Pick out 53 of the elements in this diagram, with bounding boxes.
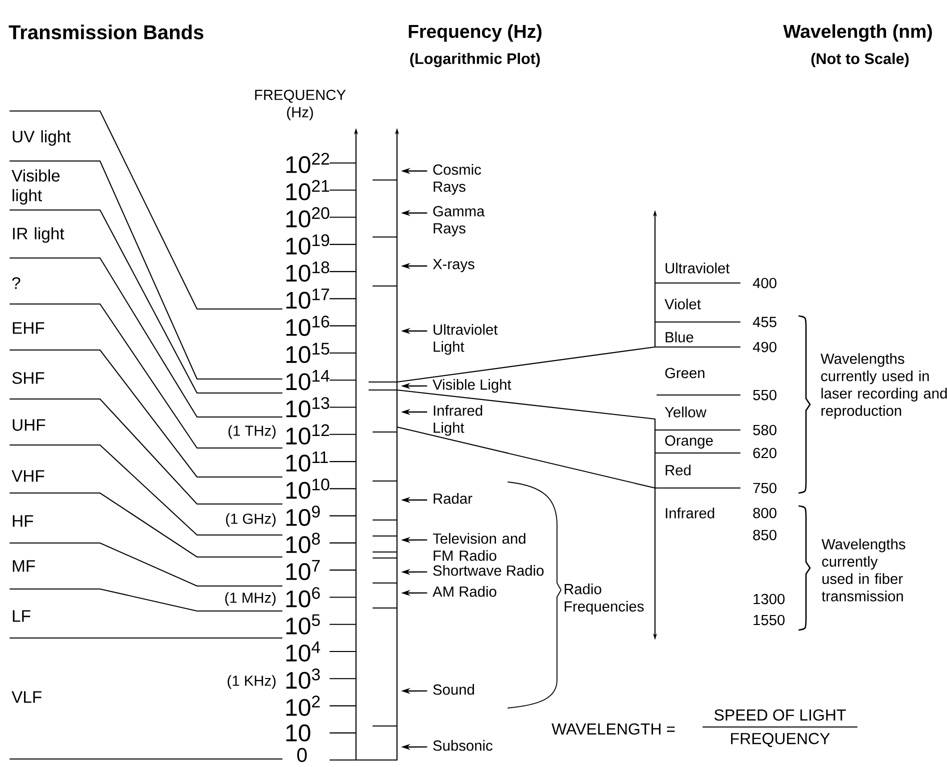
heading: Transmission Bands: [8, 24, 204, 40]
spectrum-label: X-rays: [432, 259, 474, 272]
wavelength-value: 1300: [754, 594, 785, 604]
formula-text: FREQUENCY: [731, 732, 830, 748]
band-label: UHF: [12, 419, 46, 431]
color-name: Yellow: [664, 406, 706, 418]
band-label: HF: [12, 515, 34, 527]
spectrum-label: Shortwave Radio: [433, 565, 544, 576]
band-label: SHF: [12, 372, 44, 384]
formula-text: SPEED OF LIGHT: [714, 709, 846, 721]
projection-line: [396, 346, 656, 383]
axis-title: FREQUENCY (Hz): [255, 90, 346, 120]
heading: Frequency (Hz): [408, 24, 542, 42]
spectrum-label: Ultraviolet Light: [434, 324, 498, 355]
color-name: Red: [666, 464, 690, 476]
band-label: Visible light: [12, 169, 60, 205]
color-name: Orange: [665, 435, 713, 449]
unit-label: (1 KHz): [228, 675, 276, 689]
spectrum-label: Subsonic: [433, 740, 492, 751]
unit-label: (1 THz): [228, 425, 276, 439]
subheading: (Not to Scale): [811, 52, 909, 68]
band-label: EHF: [12, 322, 44, 334]
tick-label: 0: [297, 748, 307, 762]
spectrum-label: Television and FM Radio: [432, 533, 526, 561]
color-name: Blue: [666, 332, 694, 342]
spectrum-label: AM Radio: [432, 586, 496, 597]
band-label: VHF: [12, 470, 44, 482]
color-name: Green: [665, 368, 704, 378]
spectrum-label: Cosmic Rays: [433, 164, 482, 195]
band-label: UV light: [12, 130, 71, 146]
spectrum-label: Sound: [433, 684, 474, 695]
spectrum-label: Infrared Light: [434, 405, 482, 436]
spectrum-label: Radar: [434, 493, 472, 504]
unit-label: (1 MHz): [225, 592, 276, 606]
subheading: (Logarithmic Plot): [410, 52, 540, 68]
unit-label: (1 GHz): [226, 513, 276, 527]
color-name: Ultraviolet: [666, 262, 730, 274]
color-name: Infrared: [666, 508, 714, 518]
band-label: LF: [12, 610, 30, 622]
spectrum-label: Gamma Rays: [433, 206, 485, 236]
spectrum-label: Visible Light: [432, 379, 512, 393]
note-text: Wavelengths currently used in laser recording and reproduction: [820, 353, 947, 419]
projection-line: [396, 389, 656, 420]
projection-line: [396, 426, 656, 489]
heading: Wavelength (nm): [783, 24, 932, 42]
band-label: VLF: [12, 691, 42, 703]
color-name: Violet: [664, 298, 701, 310]
formula-text: WAVELENGTH =: [552, 723, 675, 735]
note-text: Wavelengths currently used in fiber transmission: [822, 538, 906, 602]
band-label: ?: [12, 277, 20, 289]
band-label: MF: [12, 560, 35, 572]
band-label: IR light: [13, 227, 64, 243]
wavelength-value: 1550: [754, 614, 785, 626]
